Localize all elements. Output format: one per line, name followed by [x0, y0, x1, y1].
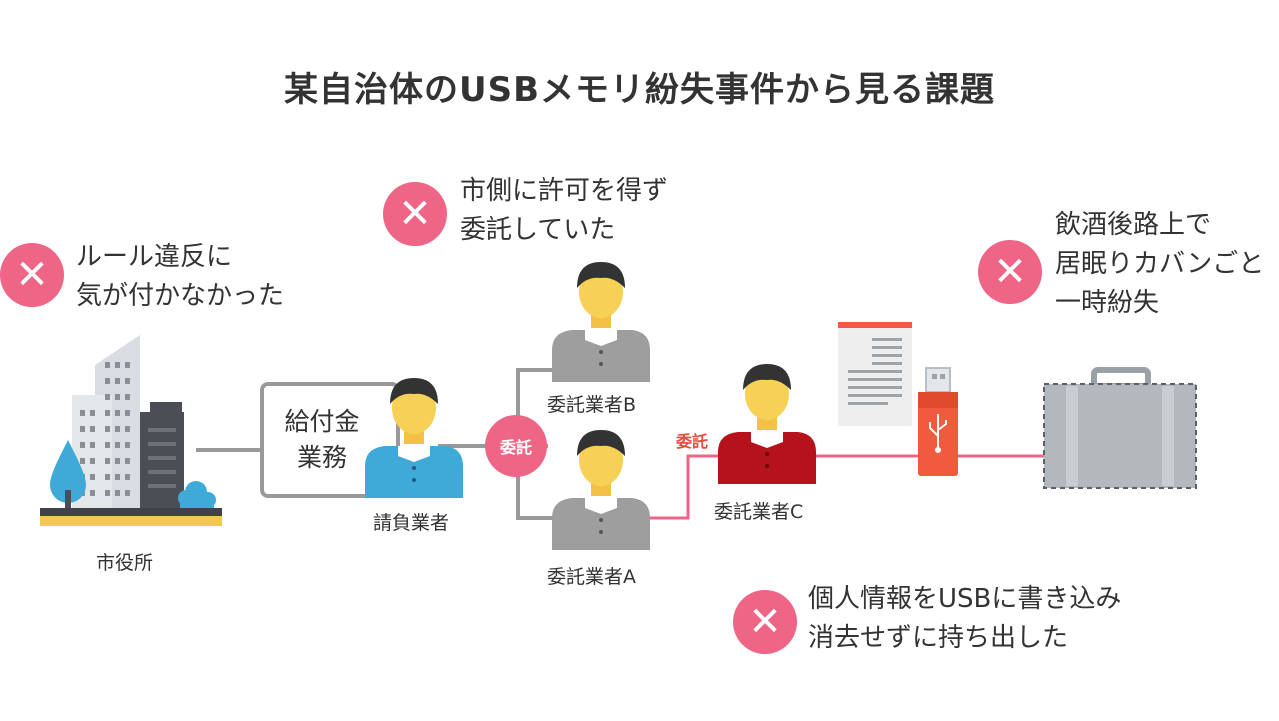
- itaku-tag: 委託: [676, 432, 709, 451]
- issue-line: 居眠りカバンごと: [1055, 249, 1265, 279]
- itaku-badge: 委託: [485, 415, 547, 477]
- issue-line: 委託していた: [460, 215, 616, 245]
- person-icon-contractor: [365, 378, 463, 498]
- task-box-line: 業務: [296, 443, 347, 472]
- document-icon: [838, 322, 912, 426]
- issue-line: 気が付かなかった: [76, 281, 285, 311]
- city-hall-label: 市役所: [96, 552, 154, 574]
- issue-line: ルール違反に: [76, 242, 233, 272]
- city-hall-icon: [40, 335, 222, 526]
- usb-memory-icon: [918, 367, 958, 476]
- issue-lost-bag: 飲酒後路上で 居眠りカバンごと 一時紛失: [1055, 206, 1264, 323]
- sub-b-label: 委託業者B: [547, 394, 637, 416]
- connector-a-to-c: [648, 454, 720, 520]
- person-icon-sub-c: [718, 364, 816, 484]
- sub-a-label: 委託業者A: [547, 566, 636, 588]
- issue-line: 飲酒後路上で: [1055, 210, 1212, 240]
- person-icon-sub-a: [552, 430, 650, 550]
- sub-c-label: 委託業者C: [714, 501, 804, 523]
- contractor-label: 請負業者: [373, 512, 450, 534]
- briefcase-icon: [1043, 367, 1197, 489]
- x-mark-icon: ✕: [0, 243, 64, 307]
- x-mark-icon: ✕: [978, 240, 1042, 304]
- issue-line: 個人情報をUSBに書き込み: [808, 584, 1122, 614]
- task-box: [260, 382, 400, 498]
- issue-line: 消去せずに持ち出した: [808, 623, 1069, 653]
- x-mark-icon: ✕: [733, 590, 797, 654]
- issue-rule-violation: ルール違反に 気が付かなかった: [76, 238, 284, 316]
- issue-line: 一時紛失: [1055, 288, 1160, 318]
- page-title: 某自治体のUSBメモリ紛失事件から見る課題: [283, 70, 995, 110]
- issue-usb-data: 個人情報をUSBに書き込み 消去せずに持ち出した: [808, 580, 1121, 658]
- task-box-label: 給付金 業務: [262, 404, 382, 476]
- issue-unauthorized-subcontract: 市側に許可を得ず 委託していた: [460, 172, 668, 250]
- issue-line: 市側に許可を得ず: [460, 176, 669, 206]
- task-box-line: 給付金: [284, 407, 360, 436]
- x-mark-icon: ✕: [383, 182, 447, 246]
- person-icon-sub-b: [552, 262, 650, 382]
